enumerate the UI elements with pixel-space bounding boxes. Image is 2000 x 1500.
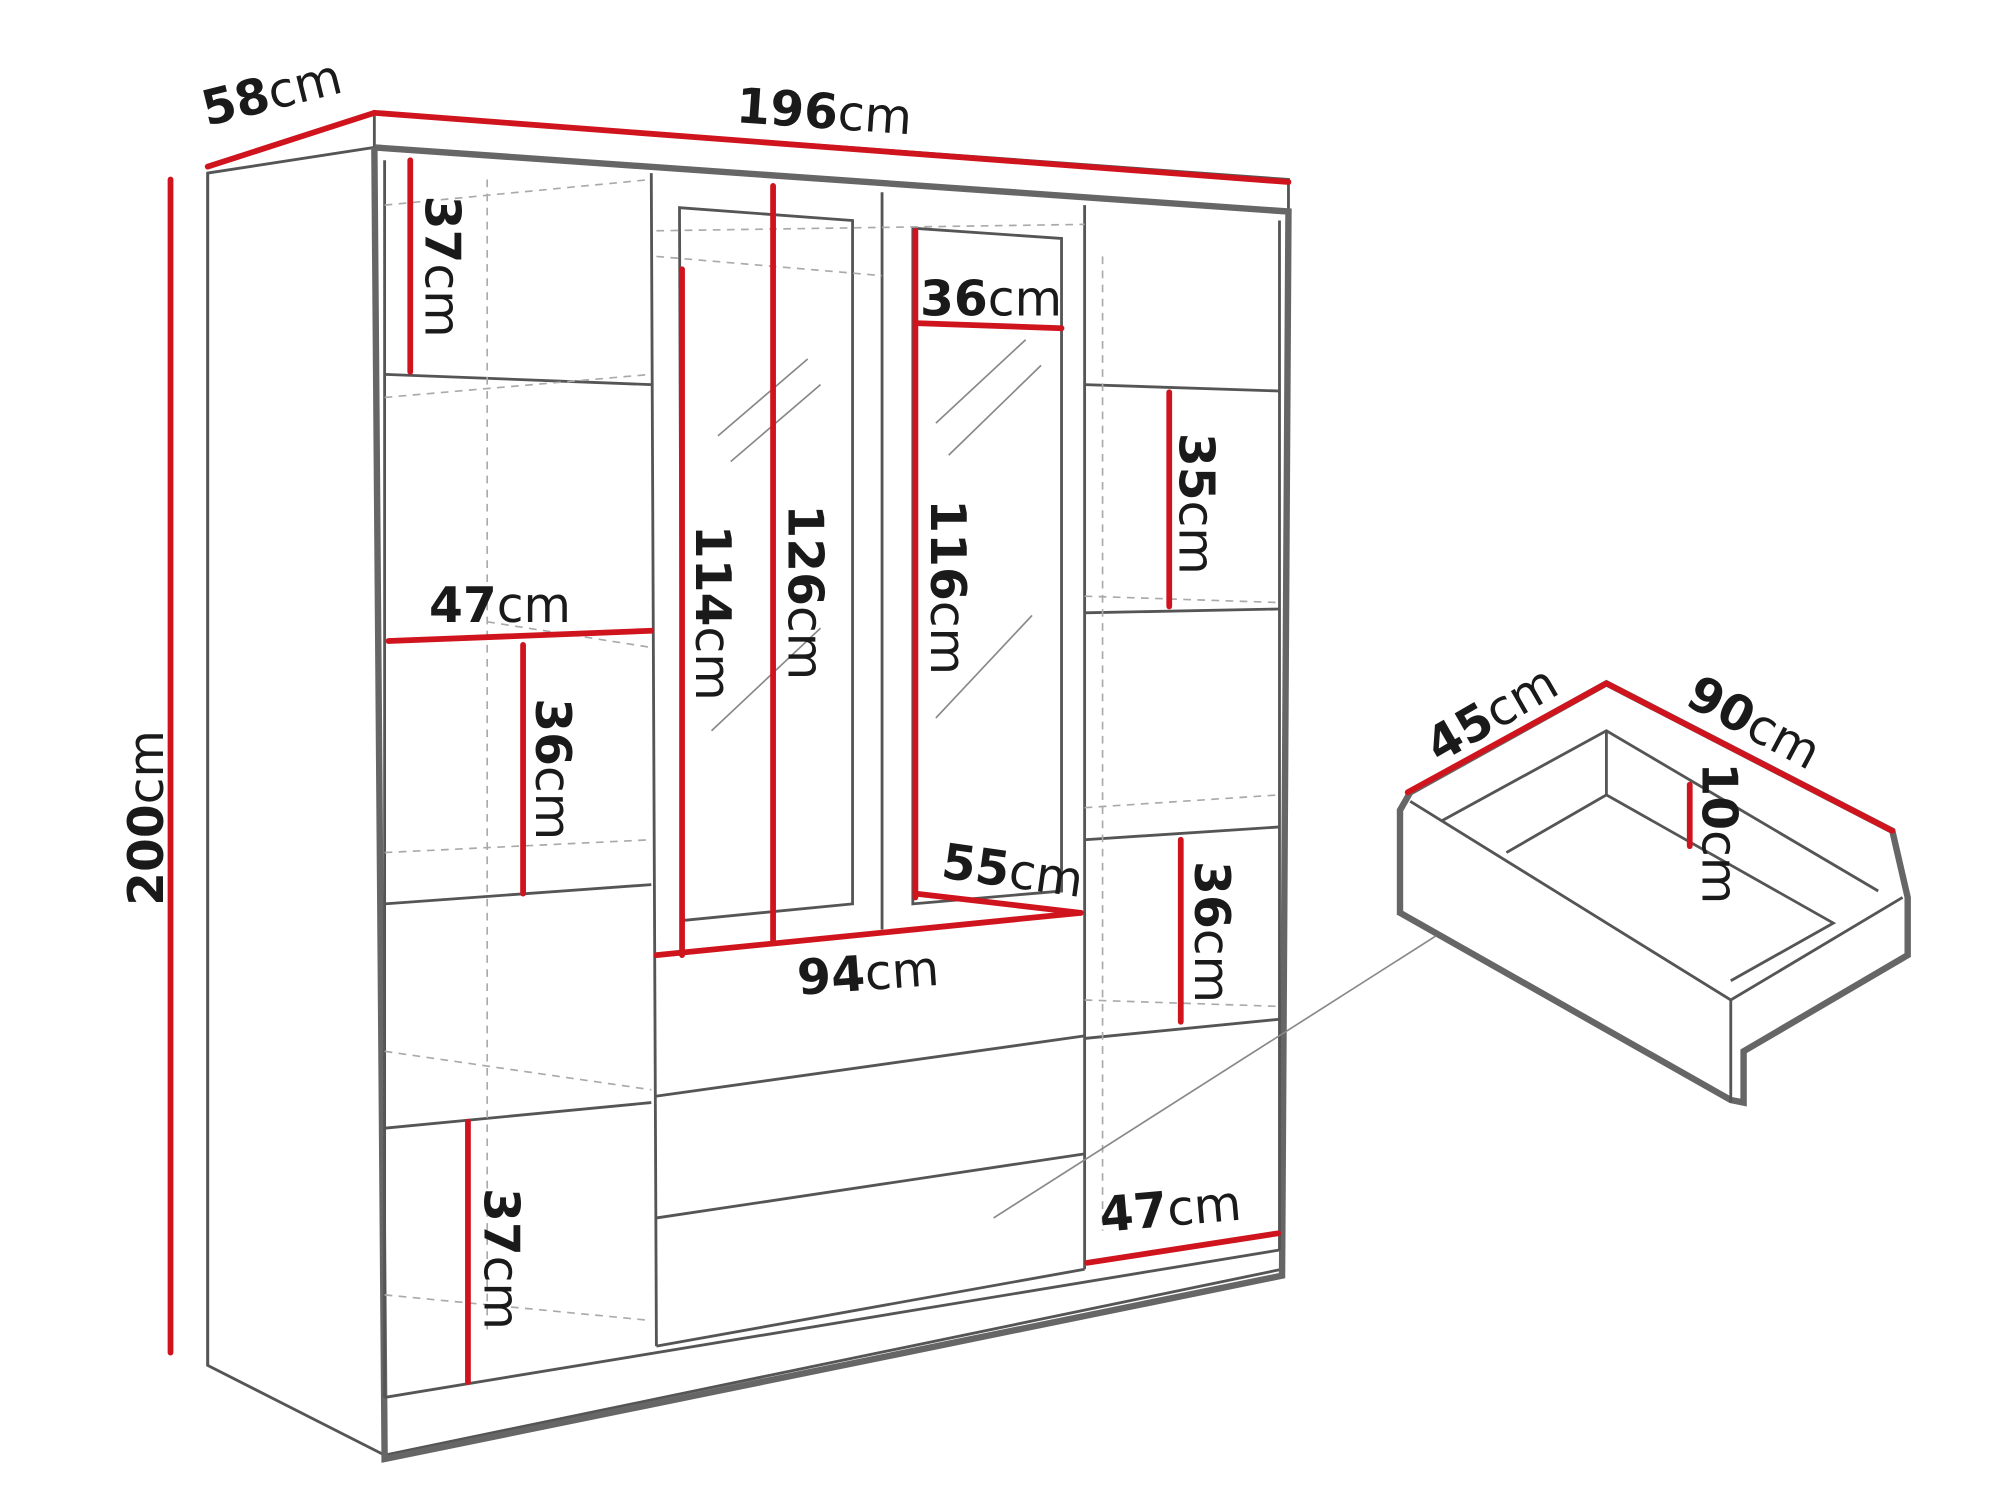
label-height: 200cm — [119, 730, 175, 906]
label-mirror-right: 116cm — [919, 499, 975, 675]
label-center-depth: 55cm — [938, 834, 1086, 909]
label-mirror-width: 36cm — [920, 271, 1062, 327]
label-width: 196cm — [735, 78, 914, 146]
dim-line-drawer-depth — [1404, 680, 1610, 796]
dim-line-left-width — [385, 627, 655, 644]
dim-line-mirror-width — [912, 320, 1065, 332]
label-center-width: 94cm — [795, 941, 941, 1007]
label-left-width: 47cm — [429, 578, 571, 634]
dimension-labels: 58cm 196cm 200cm 37cm 47cm 36cm 37cm 114… — [119, 49, 1830, 1330]
hidden-lines — [384, 178, 1280, 1334]
label-depth: 58cm — [196, 49, 347, 138]
label-left-bottom-shelf: 37cm — [473, 1188, 529, 1330]
label-drawer-height: 10cm — [1691, 762, 1747, 904]
dimension-lines — [167, 109, 1896, 1385]
dim-line-drawer-width — [1603, 680, 1896, 834]
dim-line-width — [371, 109, 1292, 185]
label-drawer-depth: 45cm — [1417, 655, 1568, 775]
dim-line-right-width — [1084, 1230, 1282, 1266]
dim-line-center-depth — [912, 890, 1084, 916]
label-left-mid-shelf: 36cm — [524, 698, 580, 840]
dim-line-center-width — [653, 909, 1084, 959]
label-mirror-left: 114cm — [684, 525, 740, 701]
mirror-reflection-marks — [710, 339, 1042, 732]
label-left-top-shelf: 37cm — [414, 196, 470, 338]
label-right-mid-shelf: 36cm — [1183, 861, 1239, 1003]
label-right-width: 47cm — [1097, 1176, 1243, 1244]
label-center-height: 126cm — [776, 504, 832, 680]
dim-line-depth — [204, 109, 378, 170]
label-right-top-shelf: 35cm — [1167, 433, 1223, 575]
